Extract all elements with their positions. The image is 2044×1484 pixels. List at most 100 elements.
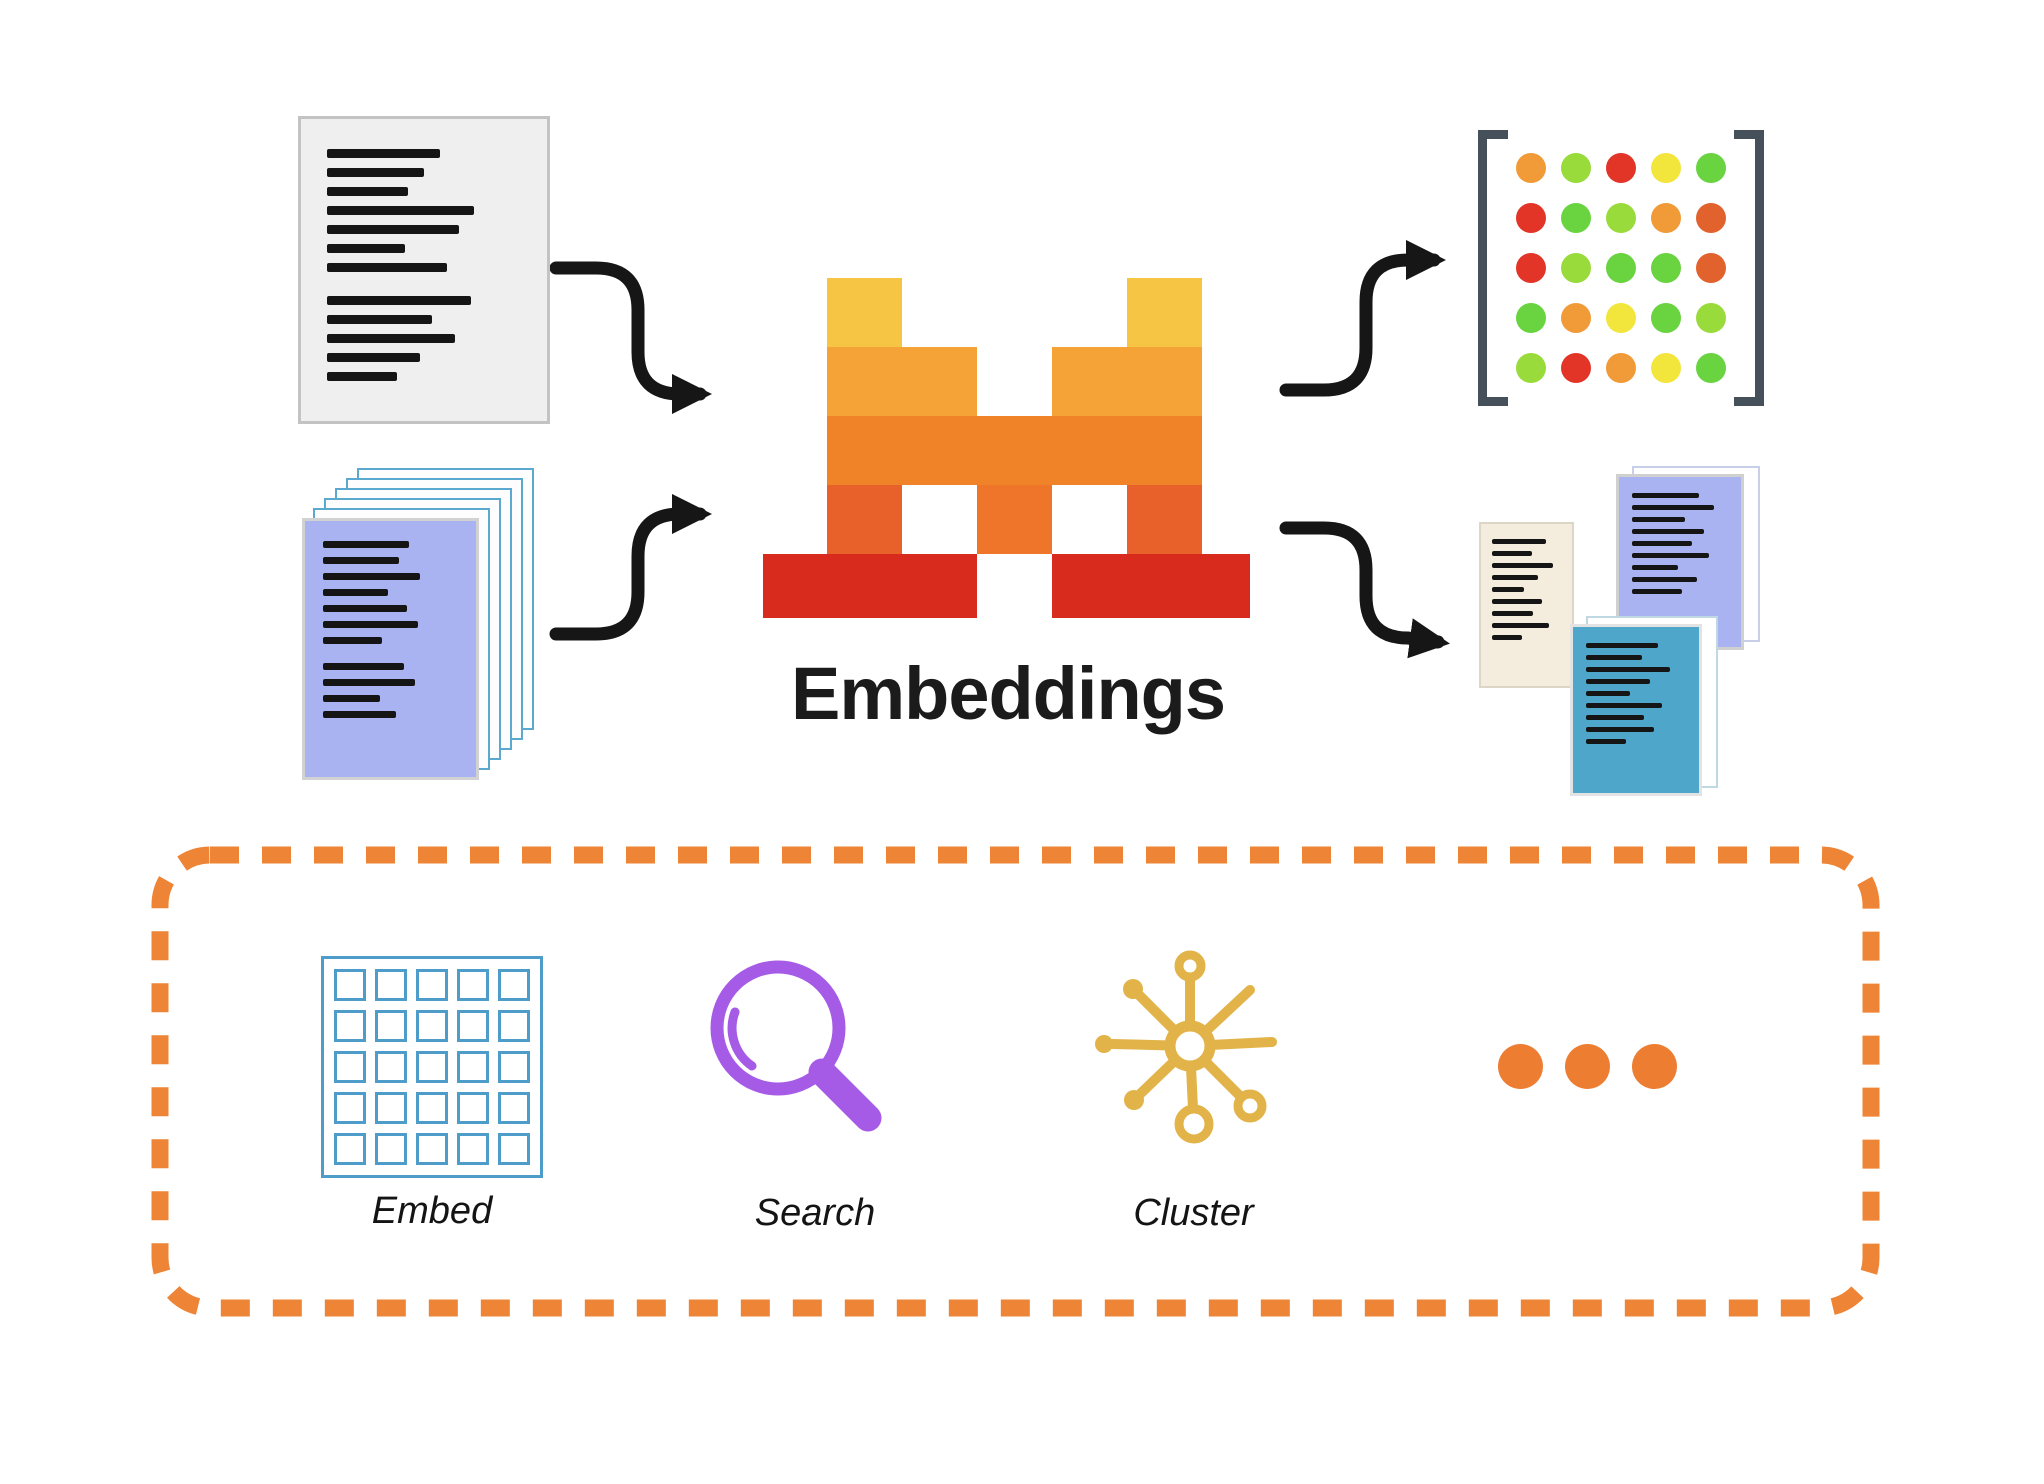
matrix-dot (1651, 203, 1681, 233)
text-line (1586, 703, 1662, 708)
logo-pixel-block (1127, 278, 1202, 347)
text-line (1586, 667, 1670, 672)
text-line (1632, 505, 1714, 510)
capabilities-box-dashed-border (151, 846, 1880, 1317)
node-ring (1174, 1104, 1214, 1144)
matrix-dot (1606, 203, 1636, 233)
grid-cell (375, 1092, 407, 1124)
text-line (327, 334, 456, 343)
text-line (1632, 517, 1685, 522)
search-magnifier-icon (710, 960, 882, 1132)
text-line (1632, 529, 1704, 534)
text-line (1586, 739, 1626, 744)
node-ring (1233, 1089, 1267, 1123)
text-line (1492, 635, 1523, 640)
text-line (327, 225, 459, 234)
grid-cell (416, 969, 448, 1001)
matrix-dot (1651, 253, 1681, 283)
text-line (1492, 611, 1534, 616)
text-line (1632, 493, 1700, 498)
matrix-left-bracket (1478, 130, 1508, 406)
text-line (1492, 563, 1553, 568)
text-line (323, 663, 404, 670)
embedding-matrix (1478, 130, 1764, 406)
grid-cell (498, 969, 530, 1001)
ellipsis-dot (1498, 1044, 1543, 1089)
text-line (1492, 599, 1542, 604)
grid-cell (457, 1010, 489, 1042)
paragraph-gap (327, 282, 521, 296)
text-line (1632, 541, 1692, 546)
logo-pixel-block (827, 485, 902, 554)
text-line (327, 315, 432, 324)
grid-cell (498, 1010, 530, 1042)
logo-pixel-block (1052, 347, 1202, 416)
text-line (327, 168, 424, 177)
text-line (323, 711, 396, 718)
matrix-dot (1561, 253, 1591, 283)
hub-ring (1164, 1020, 1216, 1072)
text-line (323, 621, 418, 628)
grid-cell (457, 1133, 489, 1165)
text-line (323, 573, 421, 580)
arrow-model-to-matrix (1279, 239, 1447, 397)
grid-cell (334, 969, 366, 1001)
matrix-dot (1606, 303, 1636, 333)
grid-cell (416, 1092, 448, 1124)
text-line (327, 187, 409, 196)
grid-cell (416, 1051, 448, 1083)
matrix-dot (1561, 153, 1591, 183)
text-line (327, 353, 421, 362)
text-line (1586, 691, 1630, 696)
node-dot (1095, 1035, 1113, 1053)
text-line (323, 695, 380, 702)
grid-cell (375, 1133, 407, 1165)
text-line (327, 149, 440, 158)
logo-pixel-block (1127, 485, 1202, 554)
grid-cell (498, 1133, 530, 1165)
grid-cell (375, 1010, 407, 1042)
input-document (298, 116, 550, 424)
matrix-dot (1606, 153, 1636, 183)
node-ring (1174, 950, 1206, 982)
cluster-network-icon (1095, 950, 1277, 1144)
text-line (1492, 587, 1524, 592)
matrix-dot (1561, 303, 1591, 333)
text-line (1492, 539, 1546, 544)
grid-cell (334, 1010, 366, 1042)
embeddings-title: Embeddings (790, 652, 1226, 735)
text-line (1492, 575, 1538, 580)
matrix-dot (1696, 203, 1726, 233)
matrix-dot (1696, 353, 1726, 383)
node-dot (1124, 1090, 1144, 1110)
embed-grid-icon (321, 956, 543, 1178)
logo-pixel-block (827, 416, 1202, 485)
matrix-dot (1651, 303, 1681, 333)
text-line (323, 541, 410, 548)
grid-cell (498, 1051, 530, 1083)
embedding-matrix-dots (1516, 153, 1726, 383)
matrix-dot (1651, 353, 1681, 383)
matrix-dot (1561, 353, 1591, 383)
text-line (323, 637, 383, 644)
arrow-doc-stack-to-model (549, 493, 713, 641)
text-line (327, 263, 448, 272)
text-line (1632, 553, 1709, 558)
matrix-dot (1516, 253, 1546, 283)
cluster-label: Cluster (1133, 1192, 1254, 1234)
paragraph-gap (323, 653, 458, 663)
text-line (327, 296, 471, 305)
text-line (1632, 589, 1682, 594)
grid-cell (334, 1051, 366, 1083)
text-line (1492, 623, 1549, 628)
matrix-dot (1516, 153, 1546, 183)
embeddings-logo (763, 278, 1250, 618)
text-line (323, 589, 388, 596)
arrow-single-doc-to-model (549, 261, 713, 415)
text-line (1492, 551, 1533, 556)
grid-cell (498, 1092, 530, 1124)
grid-cell (334, 1133, 366, 1165)
logo-pixel-block (977, 485, 1052, 554)
text-line (1586, 655, 1642, 660)
grid-cell (416, 1010, 448, 1042)
